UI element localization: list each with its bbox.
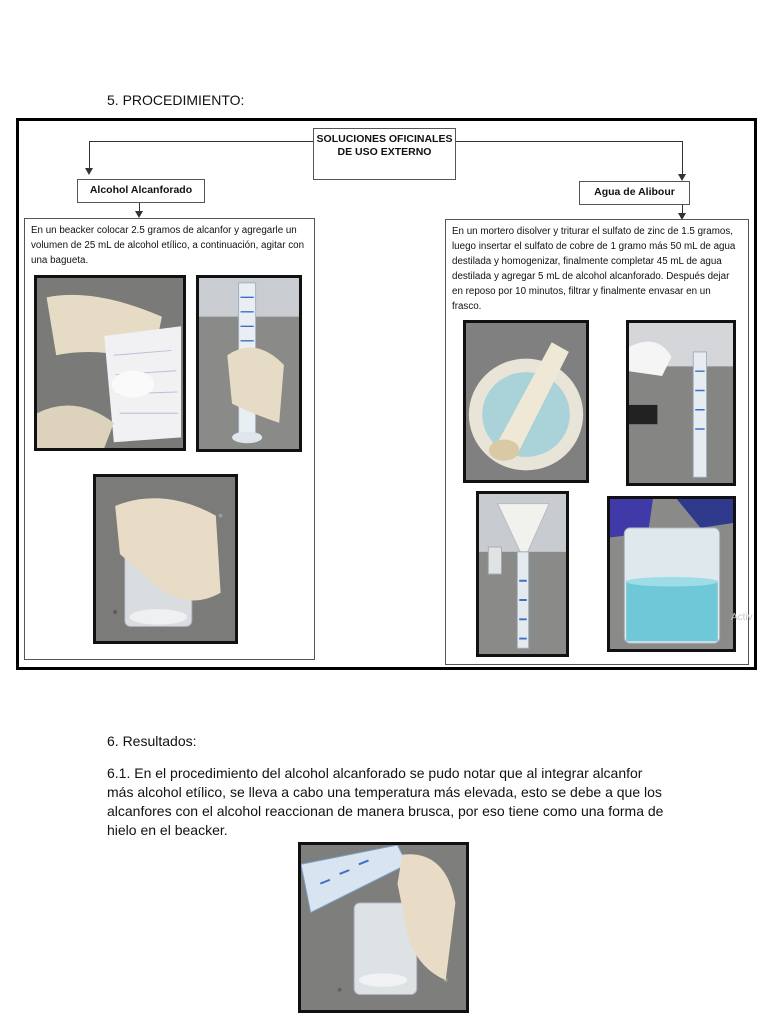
procedure-diagram-frame [16,118,757,670]
mortar-photo [463,320,589,483]
arrow-down-icon [678,174,686,181]
cylinder-pouring-photo [626,320,736,486]
left-procedure-text: En un beacker colocar 2.5 gramos de alca… [31,225,305,266]
graduated-cylinder-photo [196,275,302,452]
camphor-weighing-photo [34,275,186,451]
activation-watermark: Activ [731,612,753,623]
results-paragraph: 6.1. En el procedimiento del alcohol alc… [107,765,664,838]
connector-left-panel [139,203,140,212]
diagram-root-box: SOLUCIONES OFICINALES DE USO EXTERNO [313,128,456,180]
connector-line-right [456,141,682,142]
funnel-filter-photo [476,491,569,657]
connector-drop-left [89,141,90,169]
arrow-down-icon [135,211,143,218]
left-branch-label: Alcohol Alcanforado [77,179,205,203]
arrow-down-icon [85,168,93,175]
arrow-down-icon [678,213,686,220]
connector-right-panel [682,205,683,214]
section-5-heading: 5. PROCEDIMIENTO: [107,92,245,108]
section-6-heading: 6. Resultados: [107,733,197,749]
right-branch-label: Agua de Alibour [579,181,690,205]
beaker-stirring-photo [93,474,238,644]
result-beaker-photo [298,842,469,1013]
connector-drop-right [682,141,683,175]
blue-beaker-photo [607,496,736,652]
connector-line-left [89,141,313,142]
right-procedure-text: En un mortero disolver y triturar el sul… [452,226,736,312]
